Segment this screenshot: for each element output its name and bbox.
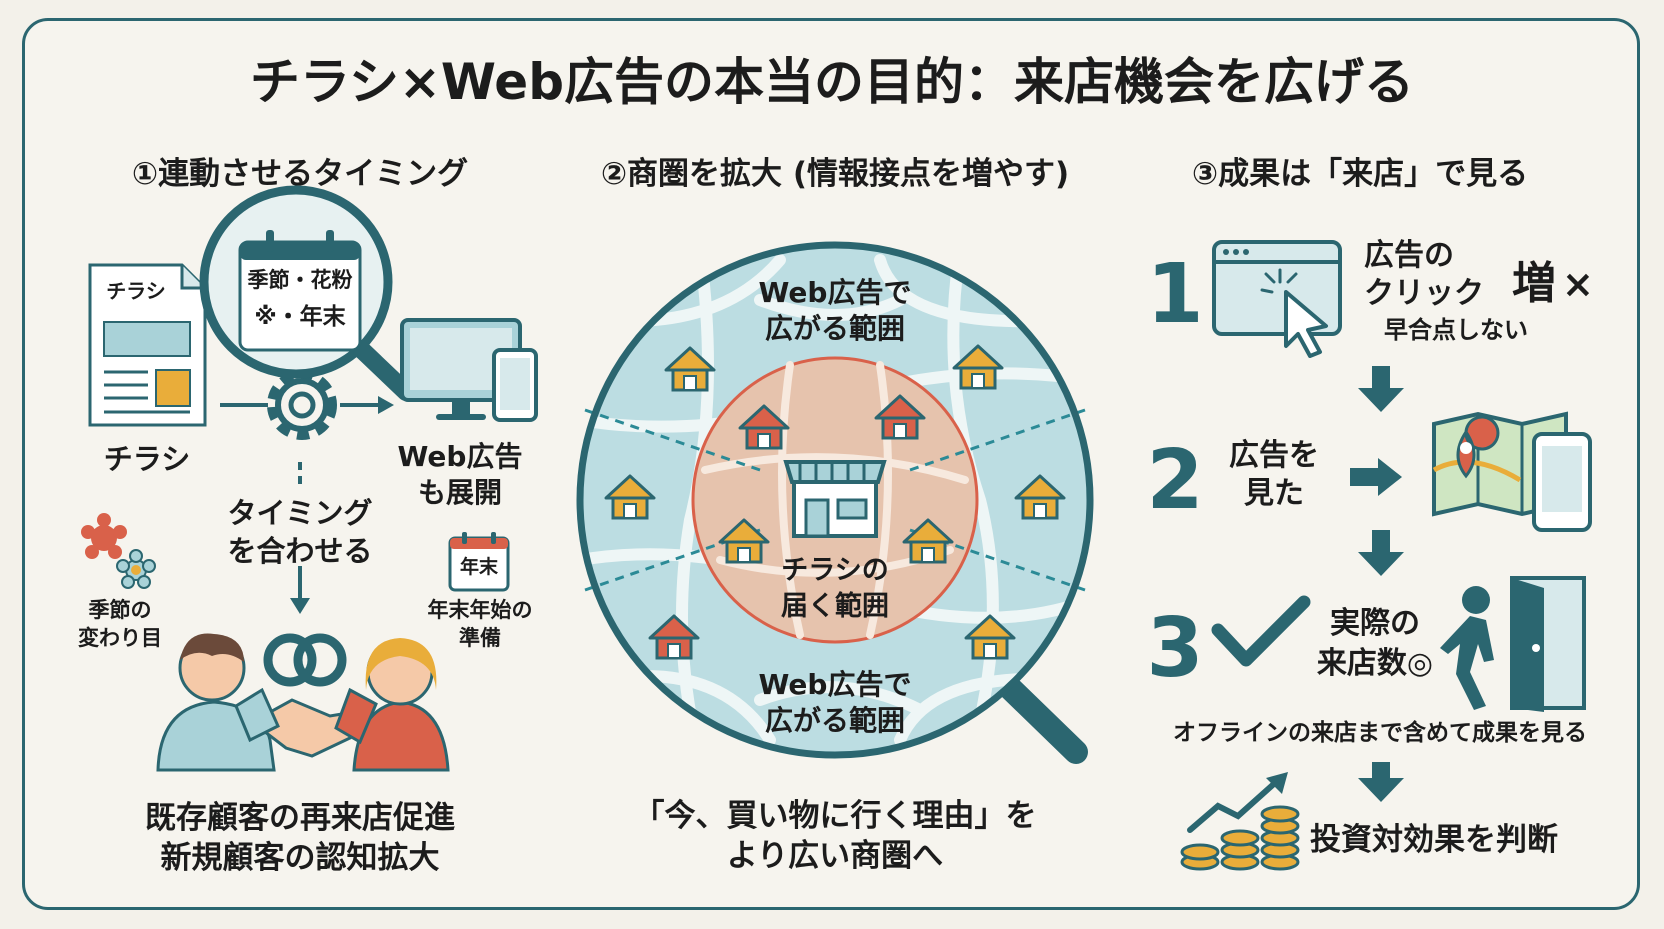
calendar-text-line1: 季節・花粉	[247, 268, 353, 292]
year-end-prep-line1: 年末年始の	[427, 598, 533, 622]
flyer-label: チラシ	[103, 442, 191, 476]
section-heading-results: ③成果は「来店」で見る	[1191, 156, 1529, 192]
step3-number: 3	[1146, 601, 1204, 696]
season-change-line1: 季節の	[88, 598, 152, 622]
section-heading-timing: ①連動させるタイミング	[131, 156, 469, 192]
step2-text-line1: 広告を	[1229, 438, 1319, 473]
step1-text-line1: 広告の	[1364, 238, 1454, 273]
trade-area-caption-line1: 「今、買い物に行く理由」を	[633, 798, 1037, 834]
timing-result-line1: 既存顧客の再来店促進	[145, 800, 455, 836]
year-end-prep-line2: 準備	[459, 626, 501, 650]
trade-area-caption-line2: より広い商圏へ	[726, 838, 944, 874]
step2-text-line2: 見た	[1244, 476, 1304, 511]
page-title: チラシ×Web広告の本当の目的：来店機会を広げる	[250, 53, 1414, 111]
align-timing-line1: タイミング	[227, 496, 373, 530]
align-timing-line2: を合わせる	[227, 534, 373, 568]
step1-number: 1	[1146, 247, 1204, 342]
web-range-top-line1: Web広告で	[758, 276, 912, 309]
step1-increase: 増	[1512, 258, 1556, 309]
web-range-top-line2: 広がる範囲	[764, 312, 905, 345]
web-range-bottom-line1: Web広告で	[758, 668, 912, 701]
web-ad-label-line1: Web広告	[397, 440, 523, 473]
calendar-text-line2: ※・年末	[254, 304, 346, 330]
season-change-line2: 変わり目	[78, 626, 162, 650]
step3-text-line1: 実際の	[1330, 606, 1420, 641]
flyer-doc-label: チラシ	[106, 279, 166, 303]
step3-text-line2: 来店数◎	[1316, 646, 1434, 681]
flyer-reach-line1: チラシの	[781, 555, 889, 586]
web-ad-label-line2: も展開	[417, 476, 502, 509]
step1-text-line2: クリック	[1364, 276, 1484, 311]
year-end-calendar-label: 年末	[459, 556, 498, 578]
timing-result-line2: 新規顧客の認知拡大	[160, 840, 440, 876]
step1-cross: ×	[1562, 262, 1594, 306]
step1-note: 早合点しない	[1384, 316, 1528, 344]
flyer-reach-line2: 届く範囲	[781, 591, 889, 622]
offline-note: オフラインの来店まで含めて成果を見る	[1173, 720, 1587, 746]
infographic-frame	[22, 18, 1640, 910]
step2-number: 2	[1146, 433, 1204, 528]
section-heading-trade-area: ②商圏を拡大 (情報接点を増やす)	[600, 156, 1070, 192]
web-range-bottom-line2: 広がる範囲	[764, 704, 905, 737]
roi-label: 投資対効果を判断	[1310, 822, 1558, 858]
